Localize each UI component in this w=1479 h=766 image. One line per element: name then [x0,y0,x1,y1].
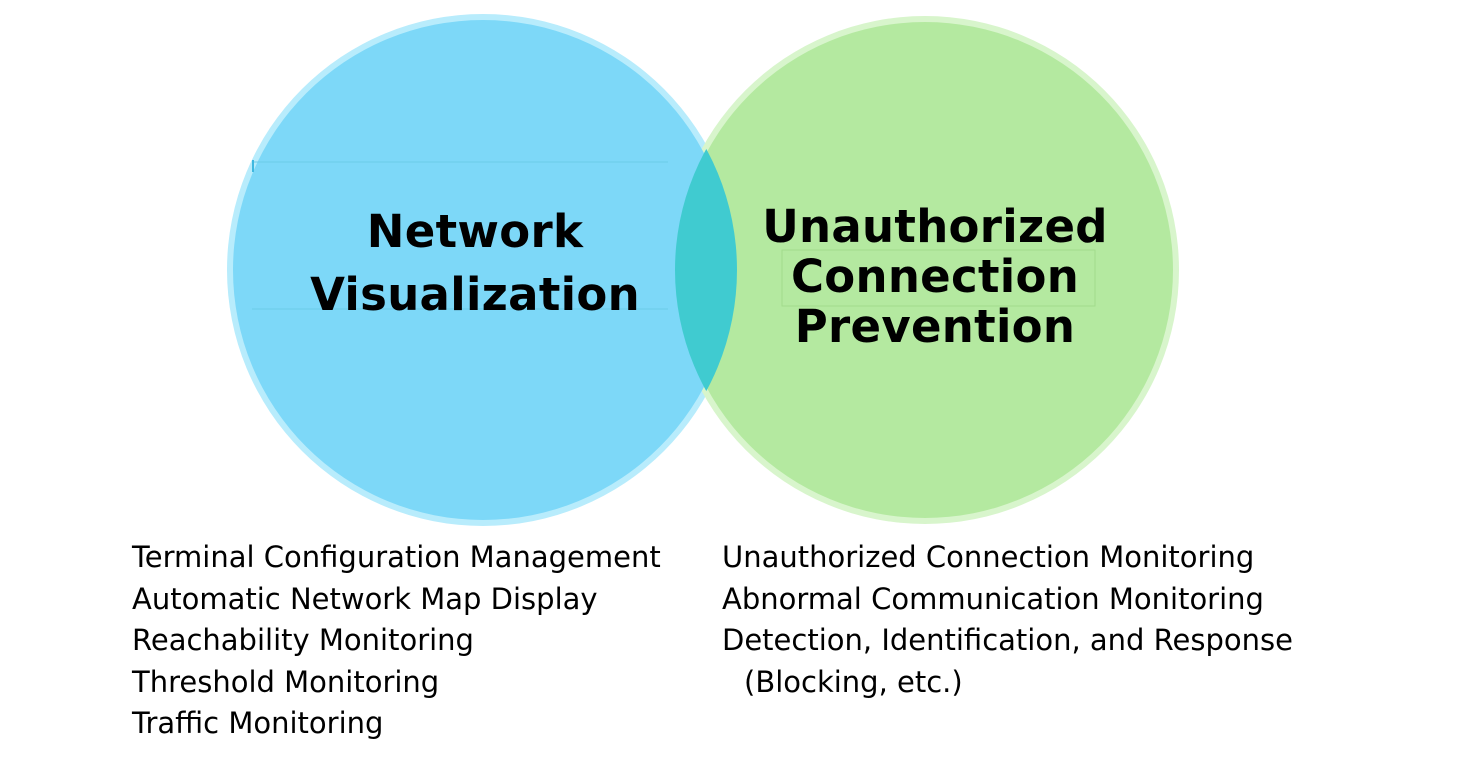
network-visualization-feature-list: Terminal Configuration Management Automa… [132,537,661,745]
list-item: Threshold Monitoring [132,664,440,699]
list-item: Terminal Configuration Management [132,540,661,574]
right-title-line: Unauthorized [762,200,1108,253]
right-title-line: Connection [790,250,1080,303]
right-title-line: Prevention [794,300,1076,353]
unauthorized-connection-prevention-title: Unauthorized Connection Prevention [715,202,1155,352]
left-title-line: Network [366,205,584,258]
right-circle [677,22,1173,518]
left-circle [233,20,733,520]
list-item: Detection, Identification, and Response [722,623,1293,657]
list-item: Traffic Monitoring [132,706,384,740]
left-title-line: Visualization [310,268,640,321]
list-item: Automatic Network Map Display [132,581,598,616]
list-item-continuation: (Blocking, etc.) [744,664,963,699]
network-visualization-title: Network Visualization [250,200,700,326]
list-item: Reachability Monitoring [132,623,474,657]
list-item: Unauthorized Connection Monitoring [722,540,1255,574]
unauthorized-connection-feature-list: Unauthorized Connection Monitoring Abnor… [722,537,1293,703]
right-guide-box [781,249,1096,307]
list-item: Abnormal Communication Monitoring [722,581,1264,616]
